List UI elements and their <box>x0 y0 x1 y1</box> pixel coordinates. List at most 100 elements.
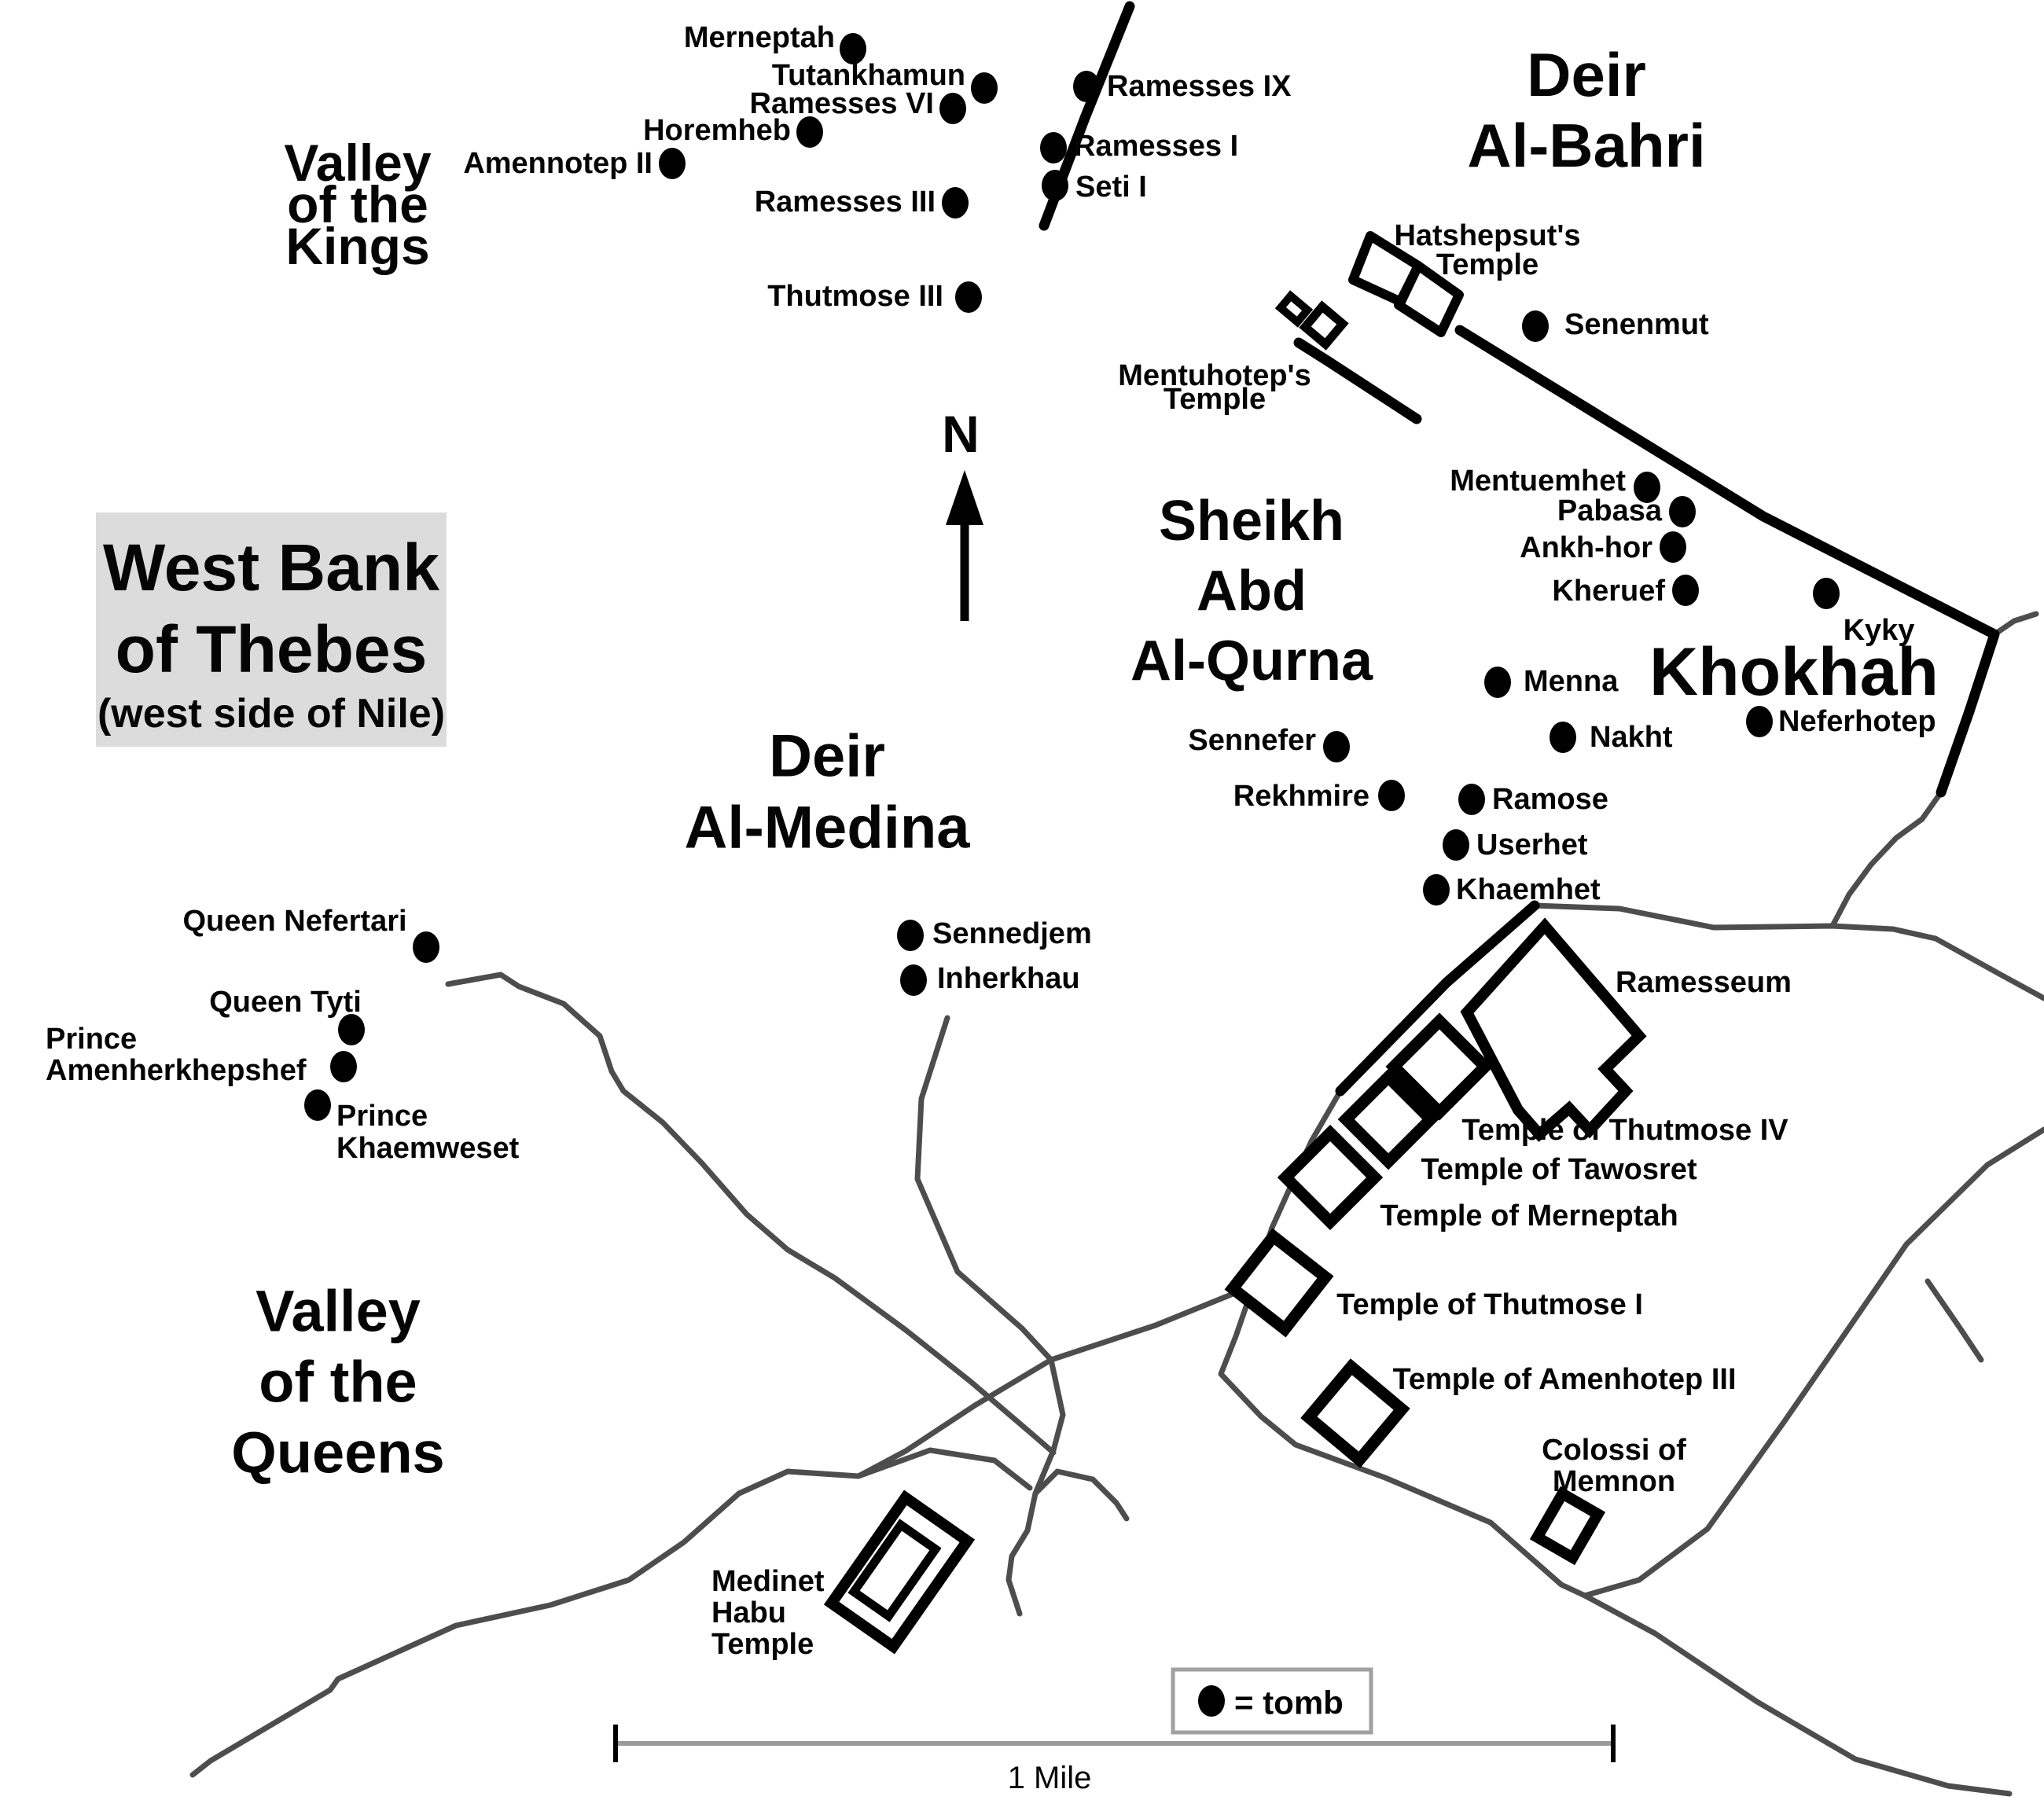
tomb-dot-rekhmire <box>1378 780 1405 811</box>
tomb-label-pabasa: Pabasa <box>1557 494 1663 527</box>
tomb-label-ramose: Ramose <box>1492 783 1608 816</box>
tomb-label-sennedjem: Sennedjem <box>932 917 1092 950</box>
tomb-dot-ramesses-vi <box>939 93 966 124</box>
hatshepsuts-temple-label-0: Hatshepsut's <box>1394 219 1580 252</box>
tomb-label-amennotep-ii: Amennotep II <box>463 147 653 180</box>
tomb-label-khaemhet: Khaemhet <box>1456 873 1601 906</box>
temple-of-thutmose-iv-structure <box>1385 1012 1494 1121</box>
deir-al-medina-title-1: Al-Medina <box>684 795 970 861</box>
road-memnon-road-stub <box>1925 1278 1984 1363</box>
deir-al-bahri-title-0: Deir <box>1527 40 1646 109</box>
tomb-label-ramesses-vi: Ramesses VI <box>750 87 935 120</box>
valley-of-the-kings-title-2: Kings <box>285 217 429 275</box>
deir-al-medina-title-0: Deir <box>769 723 885 790</box>
tomb-dot-neferhotep <box>1746 706 1773 737</box>
tomb-dot-ramesses-i <box>1040 132 1067 163</box>
road-southwest-connector <box>855 1281 1259 1479</box>
tomb-dot-sennefer <box>1323 731 1350 762</box>
valley-of-the-queens-title-0: Valley <box>256 1279 421 1344</box>
tomb-dot-kyky <box>1813 578 1840 609</box>
temple-of-thutmose-iv-label-0: Temple of Thutmose IV <box>1461 1114 1788 1147</box>
scale-bar-label: 1 Mile <box>1008 1761 1092 1795</box>
sheikh-abd-al-qurna-title-1: Abd <box>1197 560 1307 623</box>
tomb-dot-seti-i <box>1042 170 1068 201</box>
map-title-line-2: (west side of Nile) <box>97 691 445 737</box>
tomb-dot-queen-nefertari <box>413 931 439 963</box>
road-wadi-road <box>1531 902 2044 1001</box>
tomb-dot-ramose <box>1458 784 1485 815</box>
temple-of-thutmose-i-structure <box>1224 1228 1334 1338</box>
colossi-of-memnon-structure <box>1529 1486 1606 1566</box>
sheikh-abd-al-qurna-title-0: Sheikh <box>1159 490 1344 553</box>
tomb-dot-tutankhamun <box>971 72 998 104</box>
hatshepsuts-temple-label-1: Temple <box>1436 248 1539 281</box>
tomb-dot-pabasa <box>1669 496 1696 527</box>
tomb-dot-thutmose-iii <box>955 281 982 313</box>
tomb-dot-kheruef <box>1672 575 1699 606</box>
tomb-dot-sennedjem <box>897 920 924 951</box>
valley-of-the-queens-title-2: Queens <box>231 1420 444 1486</box>
tomb-label-horemheb: Horemheb <box>643 114 791 147</box>
temple-of-thutmose-i-label-0: Temple of Thutmose I <box>1336 1288 1643 1321</box>
valley-of-the-kings-title-0: Valley <box>284 134 431 192</box>
tomb-label-tutankhamun: Tutankhamun <box>772 59 965 92</box>
road-escarpment-bend-stub <box>1991 611 2039 637</box>
road-escarpment-descent <box>1830 789 1944 928</box>
mentuhoteps-temple-label-0: Mentuhotep's <box>1118 359 1311 392</box>
temple-of-merneptah-label-0: Temple of Merneptah <box>1380 1199 1678 1232</box>
medinet-habu-temple-label-2: Temple <box>711 1628 814 1661</box>
road-queens-south-road <box>189 1447 1033 1778</box>
medinet-habu-structure-1 <box>847 1519 942 1622</box>
tomb-dot-ramesses-iii <box>942 187 969 219</box>
temple-of-amenhotep-iii-structure <box>1300 1358 1410 1468</box>
khokhah-title-0: Khokhah <box>1649 634 1939 710</box>
tomb-label-seti-i: Seti I <box>1075 171 1147 204</box>
tomb-dot-prince-amenherkhepshef <box>330 1051 357 1082</box>
ramesseum-label-0: Ramesseum <box>1616 966 1792 999</box>
tomb-label-ramesses-ix: Ramesses IX <box>1107 70 1292 103</box>
tomb-dot-nakht <box>1550 722 1576 753</box>
tomb-dot-ankh-hor <box>1660 531 1686 563</box>
tomb-label-userhet: Userhet <box>1476 828 1588 861</box>
tomb-label-sennefer: Sennefer <box>1188 724 1316 757</box>
tomb-dot-queen-tyti <box>338 1014 365 1045</box>
tomb-dot-khaemhet <box>1423 874 1450 906</box>
valley-of-the-kings-title-1: of the <box>287 175 428 233</box>
tomb-dot-userhet <box>1443 829 1469 861</box>
deir-al-bahri-title-1: Al-Bahri <box>1467 111 1705 180</box>
tomb-label-ramesses-i: Ramesses I <box>1074 130 1238 163</box>
tomb-dot-menna <box>1484 667 1511 698</box>
tomb-label-queen-nefertari: Queen Nefertari <box>182 905 406 938</box>
bahri-escarpment <box>1454 325 2000 798</box>
colossi-of-memnon-label-1: Memnon <box>1553 1465 1675 1498</box>
tomb-dot-ramesses-ix <box>1073 71 1100 102</box>
tomb-label-kheruef: Kheruef <box>1552 575 1665 608</box>
tomb-label-prince-amenherkhepshef-0: Prince <box>46 1023 137 1056</box>
medinet-habu-temple-label-0: Medinet <box>711 1565 825 1598</box>
tomb-dot-mentuemhet <box>1634 472 1660 503</box>
road-medina-road <box>914 1015 1066 1617</box>
valley-of-the-queens-title-1: of the <box>259 1350 417 1415</box>
tomb-dot-horemheb <box>796 116 823 148</box>
tomb-label-kyky: Kyky <box>1844 614 1915 647</box>
tomb-label-prince-khaemweset-0: Prince <box>336 1100 428 1133</box>
tomb-dot-amennotep-ii <box>659 148 686 179</box>
temple-of-tawosret-structure <box>1337 1068 1439 1170</box>
legend-text: = tomb <box>1234 1684 1344 1721</box>
colossi-of-memnon-label-0: Colossi of <box>1542 1434 1686 1467</box>
temple-of-amenhotep-iii-label-0: Temple of Amenhotep III <box>1392 1363 1736 1396</box>
tomb-dot-inherkhau <box>900 964 927 996</box>
north-arrow-head <box>946 470 983 525</box>
road-southeast-road <box>1582 1592 2013 1797</box>
tomb-dot-prince-khaemweset <box>304 1089 331 1121</box>
ramesseum-temple <box>1460 917 1647 1142</box>
tomb-label-rekhmire: Rekhmire <box>1233 780 1369 813</box>
hatshepsut-causeway <box>1293 337 1422 424</box>
tomb-dot-senenmut <box>1522 310 1549 342</box>
tomb-label-thutmose-iii: Thutmose III <box>767 280 943 313</box>
hatshepsuts-temple-structure-1 <box>1394 261 1464 337</box>
tomb-label-prince-amenherkhepshef-1: Amenherkhepshef <box>46 1054 307 1087</box>
